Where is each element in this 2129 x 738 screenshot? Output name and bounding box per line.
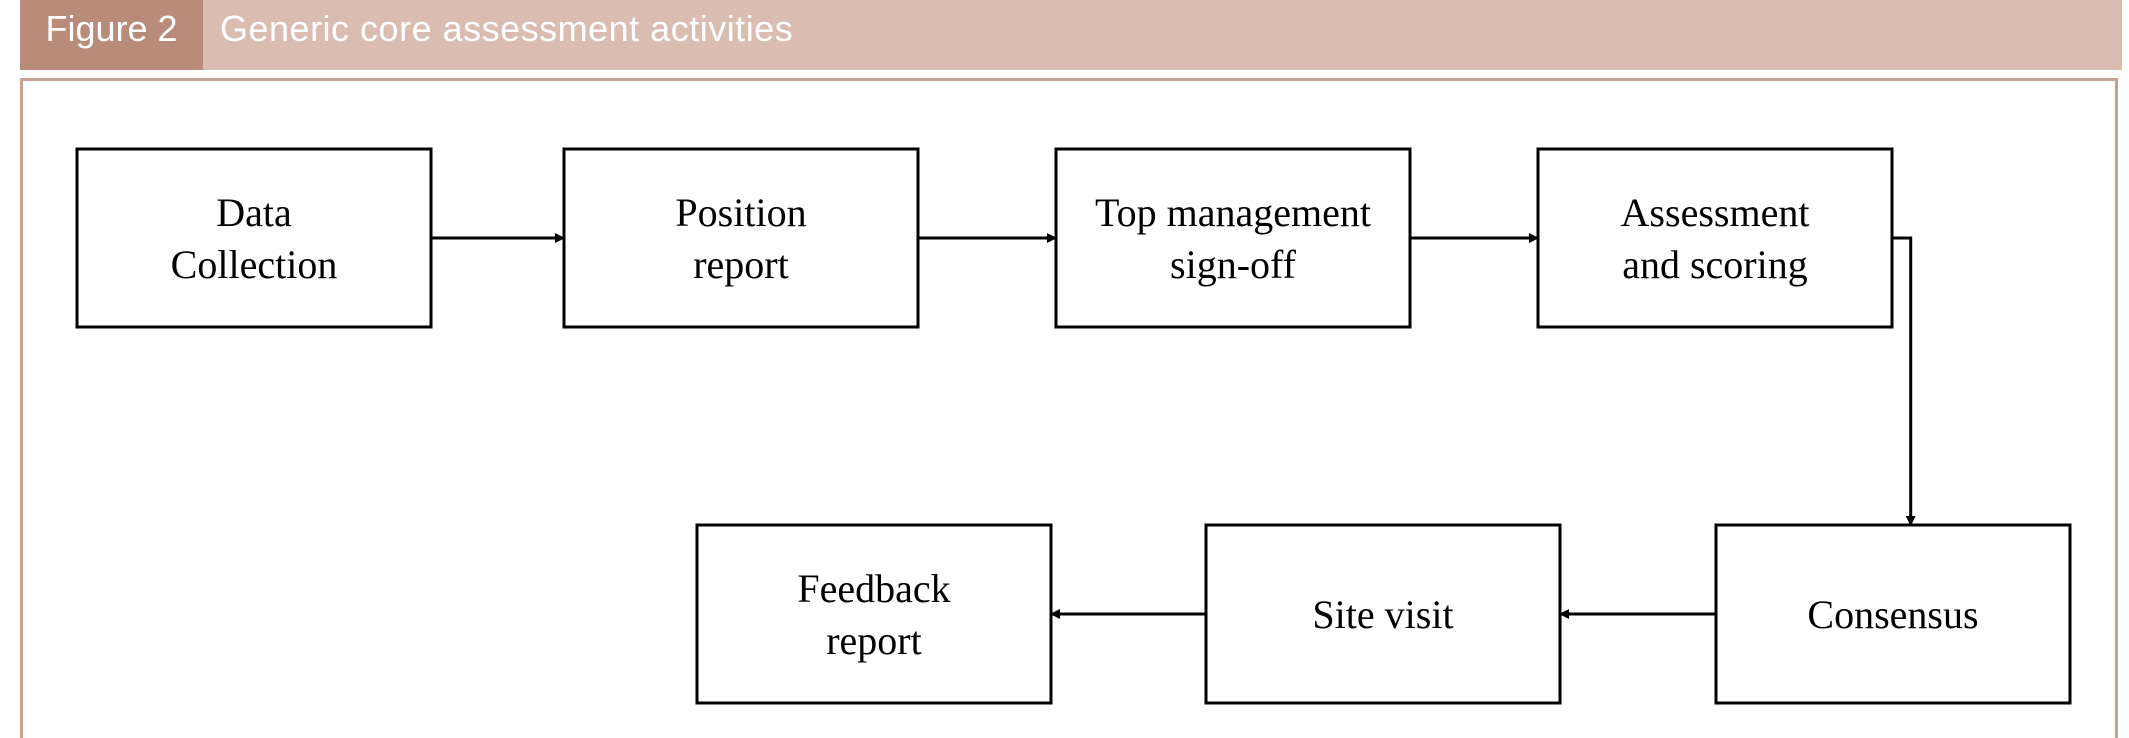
node-top-management-sign-off: Top management sign-off: [1054, 147, 1412, 329]
node-label: Position: [675, 190, 806, 235]
figure-number: Figure 2: [20, 0, 203, 70]
node-label: Data: [216, 190, 292, 235]
node-position-report: Position report: [562, 147, 920, 329]
figure-title: Generic core assessment activities: [220, 8, 794, 49]
node-box: [695, 523, 1053, 705]
node-label: Assessment: [1621, 190, 1810, 235]
node-label: sign-off: [1170, 242, 1297, 287]
diagram-frame: [20, 78, 2118, 738]
node-label: report: [693, 242, 789, 287]
node-label: Consensus: [1807, 592, 1978, 637]
node-box: [75, 147, 433, 329]
node-label: Feedback: [797, 566, 950, 611]
node-box: [562, 147, 920, 329]
node-box: [1204, 523, 1562, 705]
node-label: Collection: [171, 242, 338, 287]
node-feedback-report: Feedback report: [695, 523, 1053, 705]
node-box: [1054, 147, 1412, 329]
node-label: Site visit: [1312, 592, 1453, 637]
node-box: [1714, 523, 2072, 705]
node-box: [1536, 147, 1894, 329]
figure-header: Figure 2 Generic core assessment activit…: [20, 0, 2122, 70]
arrow-assessment-and-scoring-to-consensus: [1892, 236, 1916, 526]
node-label: report: [826, 618, 922, 663]
node-label: and scoring: [1622, 242, 1808, 287]
node-label: Top management: [1095, 190, 1371, 235]
node-consensus: Consensus: [1714, 523, 2072, 705]
node-site-visit: Site visit: [1204, 523, 1562, 705]
node-assessment-and-scoring: Assessment and scoring: [1536, 147, 1894, 329]
